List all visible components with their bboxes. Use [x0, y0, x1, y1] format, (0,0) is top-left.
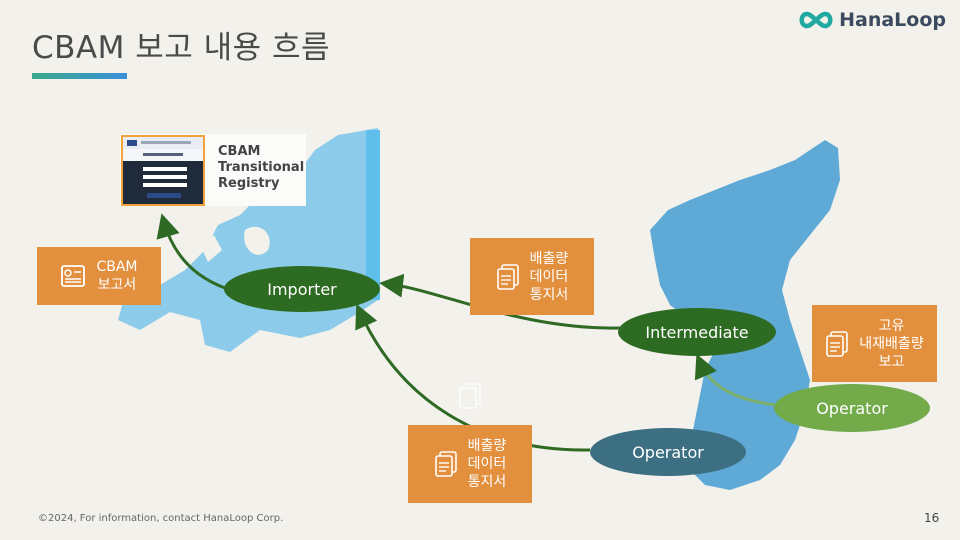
emission-notice-label-bottom: 배출량 데이터 통지서	[467, 438, 507, 490]
importer-node: Importer	[224, 266, 380, 312]
page-title: CBAM 보고 내용 흐름	[32, 30, 331, 66]
operator-node-right: Operator	[774, 384, 930, 432]
emission-notice-box-top: 배출량 데이터 통지서	[470, 238, 594, 315]
infinity-logo-icon	[799, 11, 833, 29]
emission-notice-box-bottom: 배출량 데이터 통지서	[408, 425, 532, 503]
intermediate-node: Intermediate	[618, 308, 776, 356]
document-stack-icon	[434, 451, 457, 477]
footer-copyright: ©2024, For information, contact HanaLoop…	[38, 513, 284, 524]
document-stack-icon	[826, 330, 849, 357]
registry-screenshot	[121, 135, 205, 206]
arrow-operator-to-importer	[355, 303, 591, 452]
cbam-report-label: CBAM 보고서	[96, 259, 138, 293]
page-number: 16	[924, 511, 940, 525]
arrow-importer-to-registry	[156, 213, 226, 290]
hanaloop-logo: HanaLoop	[797, 9, 946, 31]
cbam-registry-card: CBAM Transitional Registry	[120, 134, 306, 206]
arrow-operator-to-intermediate	[694, 353, 776, 407]
embedded-emission-report-label: 고유 내재배출량 보고	[859, 317, 924, 370]
document-icon	[459, 383, 481, 409]
logo-text: HanaLoop	[839, 9, 946, 31]
registry-label: CBAM Transitional Registry	[218, 144, 305, 191]
registry-screenshot-thumb	[123, 137, 203, 198]
operator-node-bottom: Operator	[590, 428, 746, 476]
cbam-report-box: CBAM 보고서	[37, 247, 161, 305]
emission-notice-label-top: 배출량 데이터 통지서	[529, 250, 569, 303]
document-stack-icon	[496, 263, 519, 290]
title-underline	[32, 73, 127, 79]
report-icon	[61, 265, 86, 287]
embedded-emission-report-box: 고유 내재배출량 보고	[812, 305, 937, 382]
